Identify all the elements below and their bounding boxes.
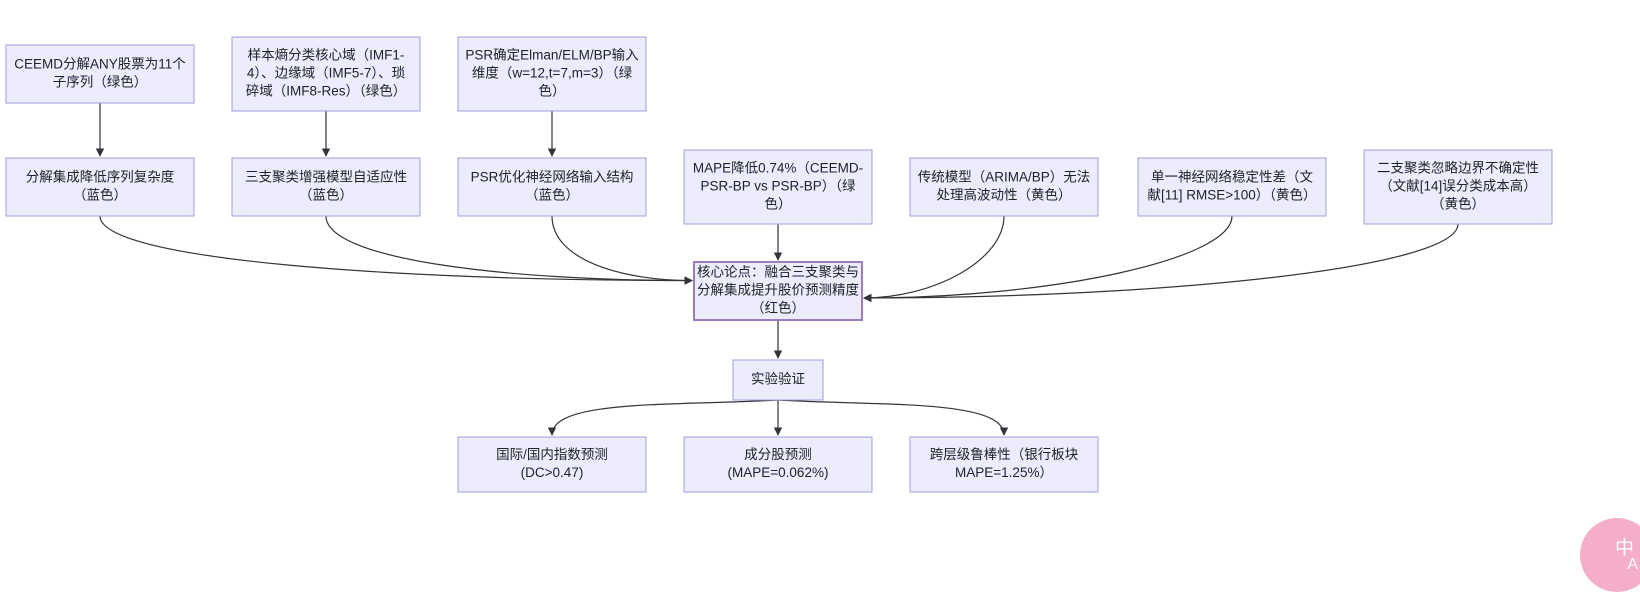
node-box — [732, 359, 824, 401]
node-label-line: MAPE降低0.74%（CEEMD- — [693, 161, 863, 176]
node-label-line: 色） — [539, 83, 566, 99]
watermark-glyph: 中 — [1614, 537, 1634, 559]
node-box — [683, 436, 873, 493]
edge-n6-to-core — [551, 215, 693, 285]
node-label-line: 单一神经网络稳定性差（文 — [1151, 170, 1313, 185]
node-label-line: 献[11] RMSE>100）（黄色） — [1148, 187, 1317, 203]
node-box — [457, 436, 647, 493]
node-label-line: 维度（w=12,t=7,m=3）（绿 — [472, 66, 633, 81]
node-n4[interactable]: 分解集成降低序列复杂度 （蓝色） — [5, 157, 195, 217]
node-n11[interactable]: 实验验证 — [732, 359, 824, 401]
edge-n11-to-n12 — [547, 399, 779, 436]
node-n7[interactable]: MAPE降低0.74%（CEEMD- PSR-BP vs PSR-BP）（绿色） — [683, 149, 873, 225]
node-label-line: CEEMD分解ANY股票为11个 — [14, 57, 186, 72]
node-box — [457, 36, 647, 112]
node-label-line: 三支聚类增强模型自适应性 — [245, 169, 407, 185]
edge-n8-to-core — [863, 215, 1005, 303]
edge-n5-to-core — [325, 215, 693, 285]
edge-n11-to-n14 — [777, 399, 1009, 436]
node-box — [231, 36, 421, 112]
node-box — [457, 157, 647, 217]
node-label-line: MAPE=1.25%） — [955, 465, 1053, 480]
node-label-line: 分解集成提升股价预测精度 — [697, 283, 859, 298]
node-label-line: 色） — [765, 196, 792, 212]
node-label-line: 处理高波动性（黄色） — [937, 187, 1072, 203]
node-label-line: （蓝色） — [73, 187, 127, 203]
node-label-line: 分解集成降低序列复杂度 — [26, 169, 175, 185]
node-label-line: (MAPE=0.062%) — [728, 465, 829, 480]
node-box — [5, 157, 195, 217]
edge-n9-to-core — [863, 215, 1233, 303]
node-box — [1363, 149, 1553, 225]
node-label-line: PSR优化神经网络输入结构 — [471, 170, 634, 185]
node-box — [683, 149, 873, 225]
node-box — [693, 261, 863, 321]
node-label-line: PSR-BP vs PSR-BP）（绿 — [700, 179, 856, 194]
node-label-line: 样本熵分类核心域（IMF1- — [248, 48, 405, 63]
node-label-line: PSR确定Elman/ELM/BP输入 — [465, 48, 639, 63]
node-label-line: 子序列（绿色） — [53, 74, 148, 90]
watermark-sub-glyph: A — [1627, 556, 1638, 573]
node-label-line: （文献[14]误分类成本高） — [1379, 178, 1537, 194]
node-n5[interactable]: 三支聚类增强模型自适应性 （蓝色） — [231, 157, 421, 217]
node-label-line: （蓝色） — [299, 187, 353, 203]
node-label-line: 成分股预测 — [744, 447, 812, 462]
node-label-line: 跨层级鲁棒性（银行板块 — [930, 447, 1079, 462]
node-box — [1137, 157, 1327, 217]
node-label-line: 4）、边缘域（IMF5-7）、琐 — [247, 65, 406, 81]
edge-n10-to-core — [863, 223, 1459, 303]
node-n10[interactable]: 二支聚类忽略边界不确定性 （文献[14]误分类成本高） （黄色） — [1363, 149, 1553, 225]
node-box — [231, 157, 421, 217]
node-box — [5, 44, 195, 104]
node-label-line: 实验验证 — [751, 372, 805, 387]
node-n14[interactable]: 跨层级鲁棒性（银行板块 MAPE=1.25%） — [909, 436, 1099, 493]
node-n13[interactable]: 成分股预测 (MAPE=0.062%) — [683, 436, 873, 493]
node-label-line: （红色） — [751, 300, 805, 316]
node-label-line: 碎域（IMF8-Res）（绿色） — [246, 83, 407, 99]
node-n9[interactable]: 单一神经网络稳定性差（文献[11] RMSE>100）（黄色） — [1137, 157, 1327, 217]
node-label-line: 传统模型（ARIMA/BP）无法 — [918, 170, 1091, 185]
node-label-line: (DC>0.47) — [521, 465, 584, 480]
node-label-line: 核心论点：融合三支聚类与 — [697, 265, 859, 280]
node-label-line: 国际/国内指数预测 — [496, 447, 608, 462]
node-label-line: （蓝色） — [525, 187, 579, 203]
node-label-line: （黄色） — [1431, 196, 1485, 212]
edges-layer — [95, 103, 1459, 436]
node-box — [909, 157, 1099, 217]
edge-n4-to-core — [99, 215, 693, 285]
node-label-line: 二支聚类忽略边界不确定性 — [1377, 161, 1539, 176]
node-n6[interactable]: PSR优化神经网络输入结构 （蓝色） — [457, 157, 647, 217]
node-n2[interactable]: 样本熵分类核心域（IMF1- 4）、边缘域（IMF5-7）、琐碎域（IMF8-Re… — [231, 36, 421, 112]
node-n12[interactable]: 国际/国内指数预测 (DC>0.47) — [457, 436, 647, 493]
node-box — [909, 436, 1099, 493]
